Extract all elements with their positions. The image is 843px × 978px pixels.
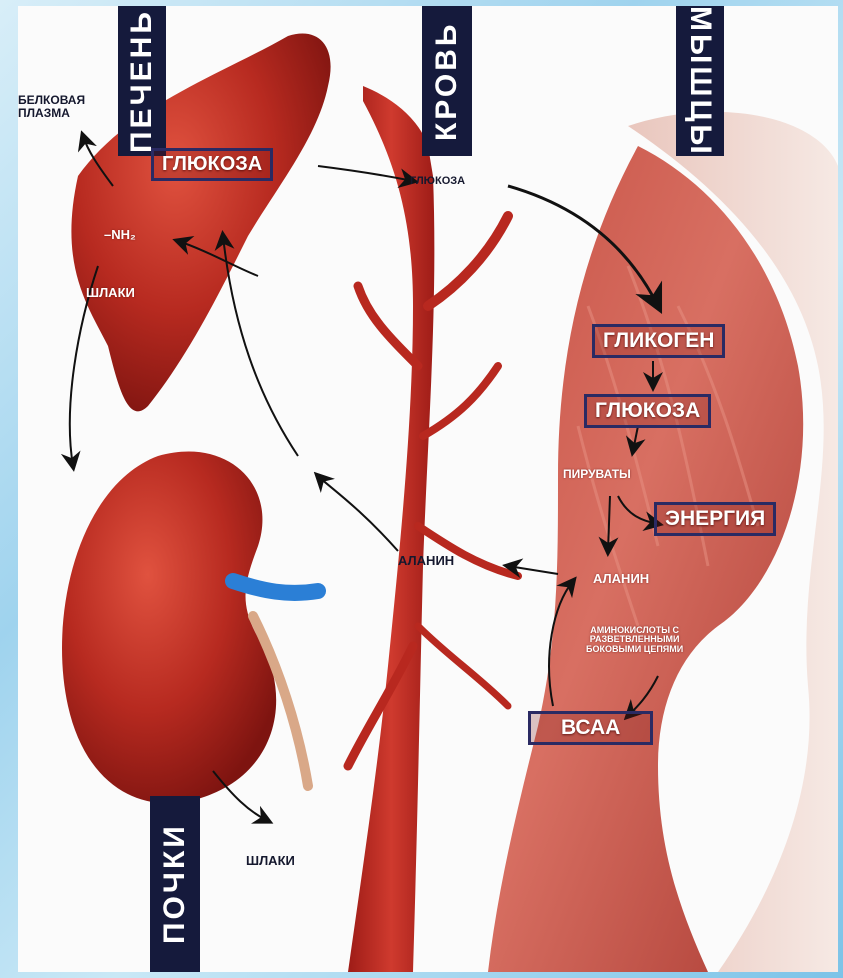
amino-acids-label: АМИНОКИСЛОТЫ С РАЗВЕТВЛЕННЫМИ БОКОВЫМИ Ц… bbox=[586, 626, 683, 654]
vessel-branch-4 bbox=[418, 526, 518, 576]
blood-glucose-label: ГЛЮКОЗА bbox=[410, 176, 465, 188]
liver-band: ПЕЧЕНЬ bbox=[118, 6, 166, 156]
liver-glucose-box: ГЛЮКОЗА bbox=[151, 148, 273, 181]
renal-vessels bbox=[233, 581, 318, 593]
vessel-branch-6 bbox=[418, 626, 508, 706]
glycogen-box: ГЛИКОГЕН bbox=[592, 324, 725, 358]
arrow-alanine-to-liver-2 bbox=[223, 236, 298, 456]
muscle-shape bbox=[488, 146, 803, 972]
arrow-alanine-to-liver bbox=[318, 476, 398, 551]
kidney-waste-label: ШЛАКИ bbox=[246, 854, 295, 868]
vessel-branch-3 bbox=[423, 366, 498, 436]
blood-alanine-label: АЛАНИН bbox=[398, 554, 454, 568]
bcaa-box: ВСАА bbox=[528, 711, 653, 745]
liver-shape bbox=[71, 33, 330, 411]
kidney-shape bbox=[62, 452, 276, 804]
muscle-alanine-label: АЛАНИН bbox=[593, 572, 649, 586]
vessel-branch-2 bbox=[358, 286, 418, 366]
protein-plasma-label: БЕЛКОВАЯ ПЛАЗМА bbox=[18, 94, 85, 119]
diagram-canvas: ПЕЧЕНЬ КРОВЬ МЫШЦЫ ПОЧКИ БЕЛКОВАЯ ПЛАЗМА… bbox=[18, 6, 838, 972]
pyruvates-label: ПИРУВАТЫ bbox=[563, 468, 631, 481]
muscle-glucose-box: ГЛЮКОЗА bbox=[584, 394, 711, 428]
nh2-label: –NH₂ bbox=[104, 228, 136, 242]
energy-box: ЭНЕРГИЯ bbox=[654, 502, 776, 536]
blood-band: КРОВЬ bbox=[422, 6, 472, 156]
liver-waste-label: ШЛАКИ bbox=[86, 286, 135, 300]
vessel-branch-1 bbox=[428, 216, 508, 306]
muscles-band: МЫШЦЫ bbox=[676, 6, 724, 156]
kidneys-band: ПОЧКИ bbox=[150, 796, 200, 972]
